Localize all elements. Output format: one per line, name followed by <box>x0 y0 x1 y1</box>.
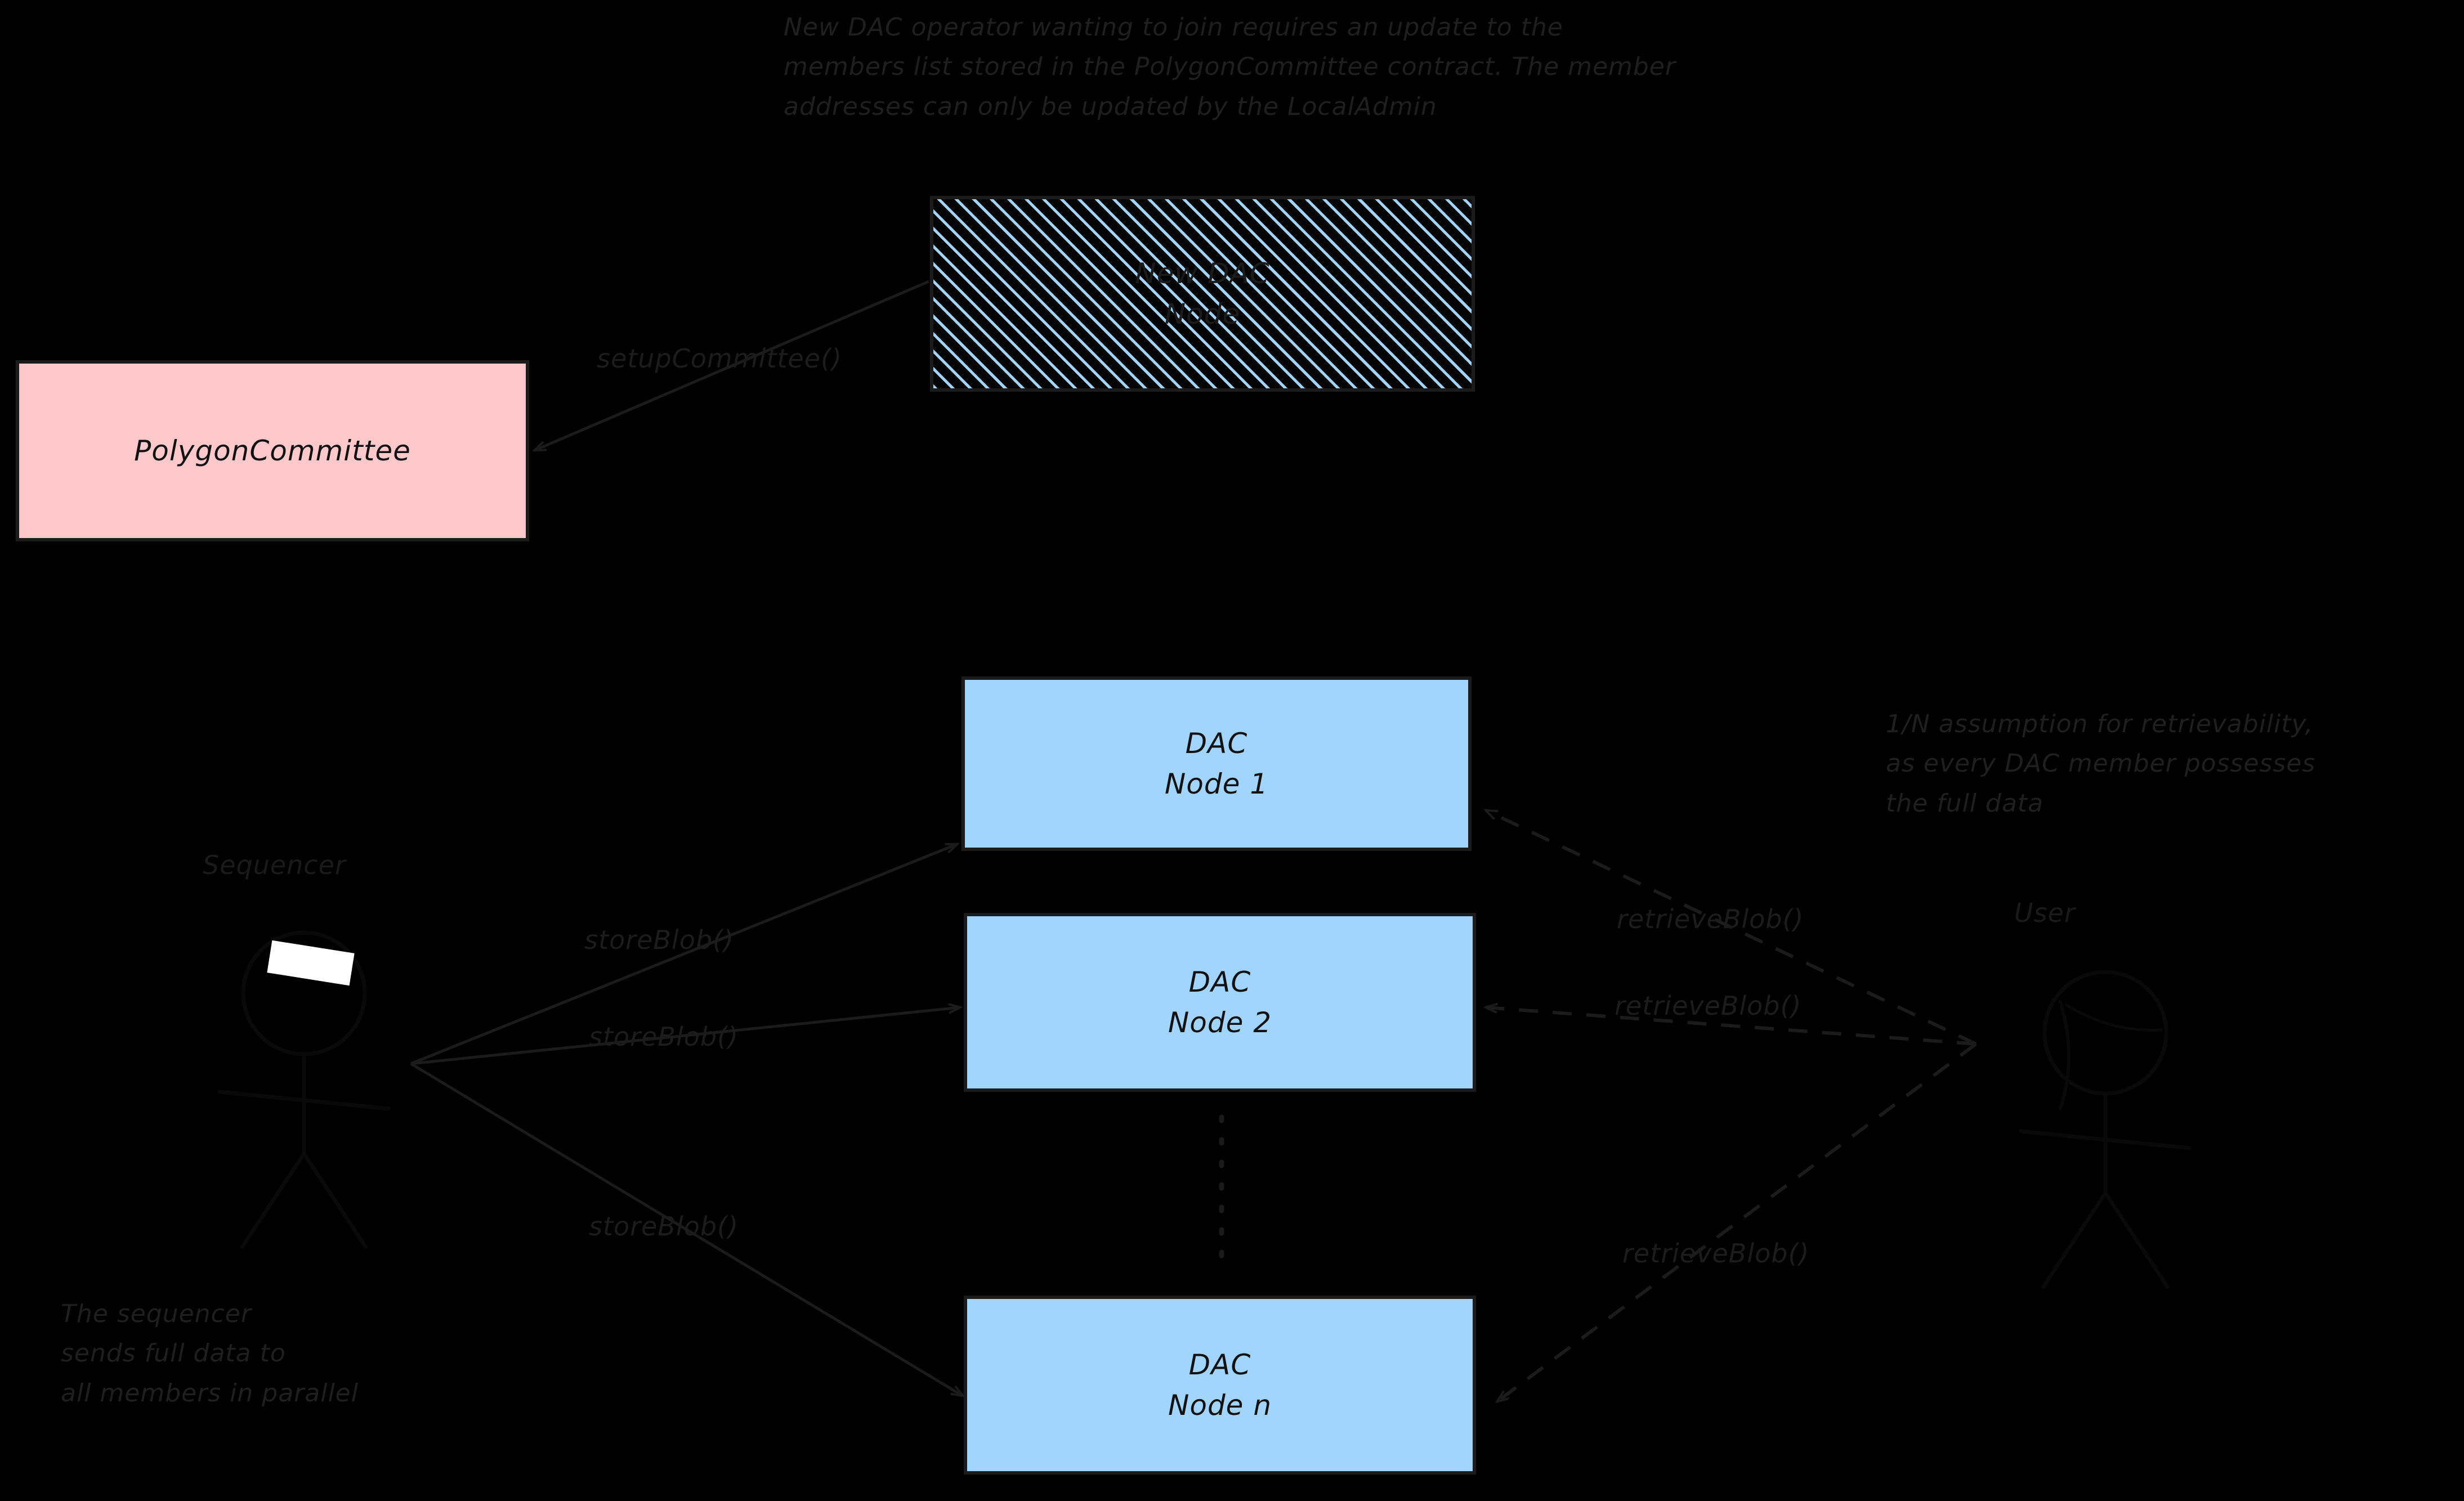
edge-retrieve-blob-n <box>1497 1042 1977 1401</box>
node-dac-node-2[interactable]: DAC Node 2 <box>964 913 1476 1092</box>
sequencer-head-redaction-overlay <box>267 940 355 986</box>
edge-label-store-blob-n: storeBlob() <box>589 1211 739 1242</box>
node-new-dac-node-label: New DAC Node <box>1135 257 1270 331</box>
note-bottom-left-sequencer: The sequencer sends full data to all mem… <box>61 1300 359 1408</box>
edge-label-setup-committee: setupCommittee() <box>597 343 842 374</box>
note-right-retrievability: 1/N assumption for retrievability, as ev… <box>1886 710 2316 818</box>
edge-label-retrieve-blob-2: retrieveBlob() <box>1615 991 1802 1021</box>
edge-label-store-blob-2: storeBlob() <box>589 1021 739 1052</box>
edge-label-retrieve-blob-n: retrieveBlob() <box>1622 1238 1810 1269</box>
node-dac-node-1[interactable]: DAC Node 1 <box>962 676 1472 851</box>
edge-label-store-blob-1: storeBlob() <box>584 925 734 955</box>
edge-label-retrieve-blob-1: retrieveBlob() <box>1617 904 1804 934</box>
actor-sequencer-label: Sequencer <box>203 850 346 880</box>
node-dac-node-2-label: DAC Node 2 <box>1168 965 1272 1040</box>
node-polygon-committee-label: PolygonCommittee <box>134 434 411 467</box>
node-dac-node-n[interactable]: DAC Node n <box>964 1296 1476 1475</box>
note-top-new-operator: New DAC operator wanting to join require… <box>784 13 1676 121</box>
actor-user-figure[interactable] <box>1987 951 2224 1289</box>
node-dac-node-n-label: DAC Node n <box>1168 1348 1272 1422</box>
actor-user-label: User <box>2014 898 2076 928</box>
node-new-dac-node[interactable]: New DAC Node <box>930 196 1475 392</box>
node-dac-node-1-label: DAC Node 1 <box>1164 727 1269 801</box>
node-polygon-committee[interactable]: PolygonCommittee <box>16 360 529 541</box>
